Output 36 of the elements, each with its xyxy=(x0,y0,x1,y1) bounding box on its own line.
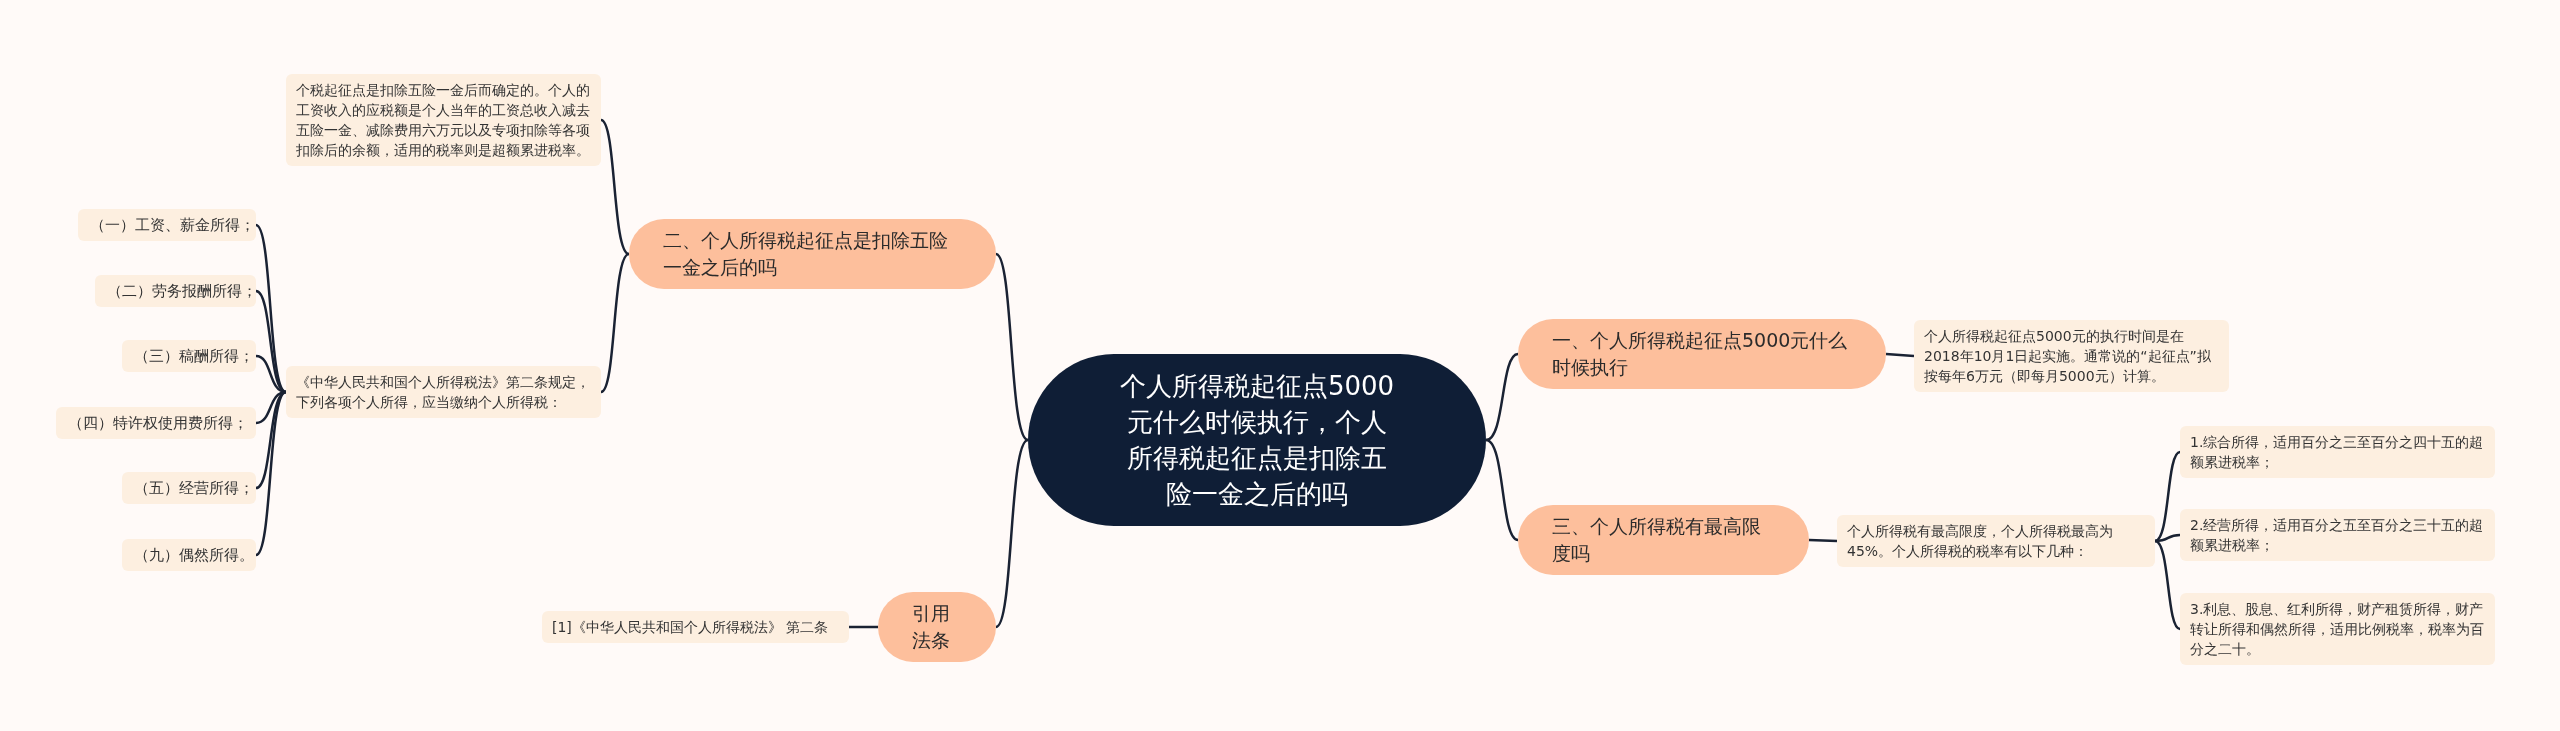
list-item-card: （一）工资、薪金所得； xyxy=(78,209,256,241)
topic-pill: 一、个人所得税起征点5000元什么时候执行 xyxy=(1518,319,1886,389)
topic-pill: 二、个人所得税起征点是扣除五险一金之后的吗 xyxy=(629,219,996,289)
list-item-card: （五）经营所得； xyxy=(122,472,256,504)
note-card: 个人所得税有最高限度，个人所得税最高为45%。个人所得税的税率有以下几种： xyxy=(1837,515,2155,567)
list-item-card: （二）劳务报酬所得； xyxy=(95,275,256,307)
note-card: 3.利息、股息、红利所得，财产租赁所得，财产转让所得和偶然所得，适用比例税率，税率为百分之二十。 xyxy=(2180,593,2495,665)
connector-line xyxy=(255,391,287,556)
connector-line xyxy=(255,354,287,394)
connector-line xyxy=(255,224,287,393)
note-card: 1.综合所得，适用百分之三至百分之四十五的超额累进税率； xyxy=(2180,426,2495,478)
note-card: 《中华人民共和国个人所得税法》第二条规定，下列各项个人所得，应当缴纳个人所得税： xyxy=(286,366,601,418)
note-card: 个税起征点是扣除五险一金后而确定的。个人的工资收入的应税额是个人当年的工资总收入减去五险一金、减除费用六万元以及专项扣除等各项扣除后的余额，适用的税率则是超额累进税率。 xyxy=(286,74,601,166)
list-item-card: （九）偶然所得。 xyxy=(122,539,256,571)
connector-line xyxy=(2154,539,2181,631)
connector-line xyxy=(849,625,878,629)
connector-line xyxy=(600,119,630,256)
topic-pill: 引用法条 xyxy=(878,592,996,662)
note-card: [1]《中华人民共和国个人所得税法》 第二条 xyxy=(542,611,849,643)
connector-line xyxy=(255,390,287,490)
topic-pill: 三、个人所得税有最高限度吗 xyxy=(1518,505,1809,575)
connector-line xyxy=(2154,533,2181,543)
connector-line xyxy=(1808,538,1838,543)
connector-line xyxy=(1485,438,1519,542)
connector-line xyxy=(1885,352,1915,358)
connector-line xyxy=(1485,352,1519,442)
connector-line xyxy=(600,253,630,393)
note-card: 个人所得税起征点5000元的执行时间是在2018年10月1日起实施。通常说的“起征点”拟按每年6万元（即每月5000元）计算。 xyxy=(1914,320,2229,392)
connector-line xyxy=(255,289,287,394)
note-card: 2.经营所得，适用百分之五至百分之三十五的超额累进税率； xyxy=(2180,509,2495,561)
connector-line xyxy=(2154,450,2181,543)
central-topic: 个人所得税起征点5000元什么时候执行，个人所得税起征点是扣除五险一金之后的吗 xyxy=(1028,354,1486,526)
list-item-card: （四）特许权使用费所得； xyxy=(56,407,256,439)
list-item-card: （三）稿酬所得； xyxy=(122,340,256,372)
connector-line xyxy=(995,253,1029,441)
connector-line xyxy=(995,439,1029,628)
